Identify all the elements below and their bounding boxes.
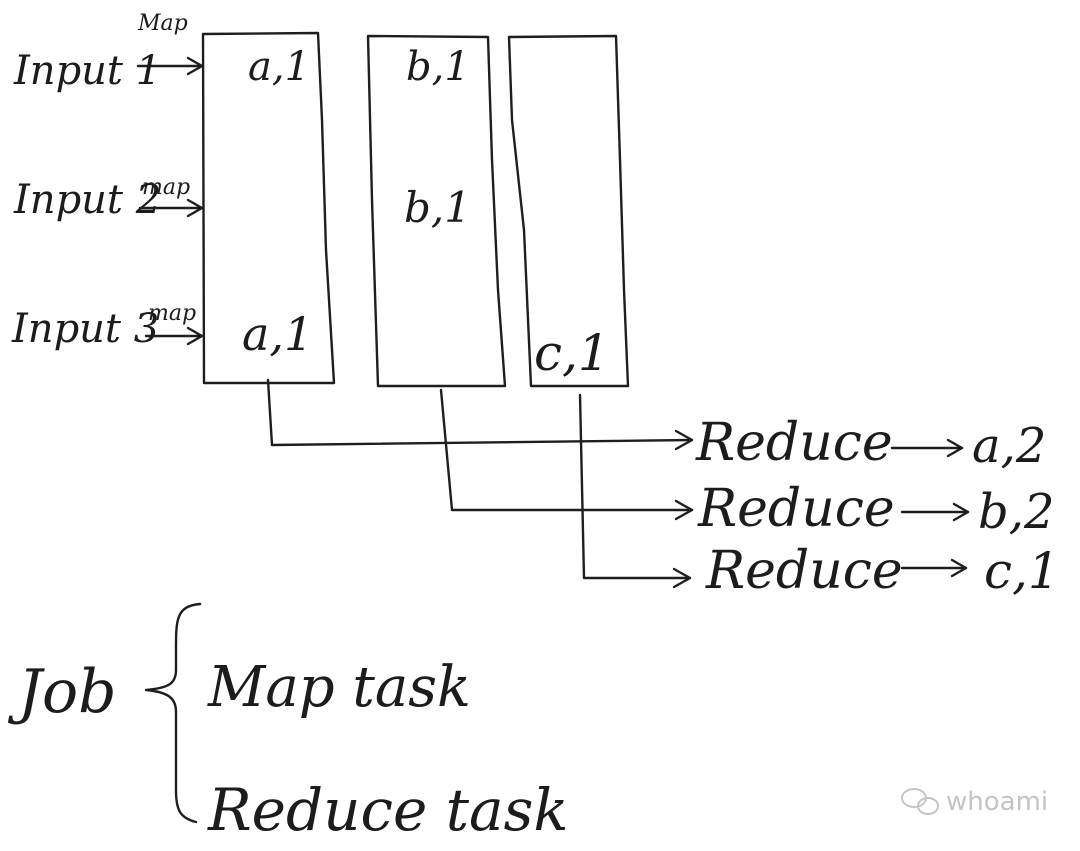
wechat-icon — [901, 788, 939, 815]
input-label-3: Input 3 — [11, 306, 159, 352]
partition-b-cell-1: b,1 — [406, 44, 470, 90]
reduce-output-arrow-1 — [890, 438, 964, 458]
job-task-map: Map task — [207, 655, 471, 720]
reduce-output-arrow-2 — [900, 502, 970, 522]
reducer-label-1: Reduce — [695, 413, 893, 473]
map-arrow-label-3: map — [148, 301, 196, 326]
reducer-row-3: Reduce c,1 — [705, 541, 1060, 601]
watermark-text: whoami — [946, 787, 1048, 817]
input-row-3: Input 3 map — [11, 301, 204, 352]
partition-column-b: b,1 b,1 — [366, 34, 507, 388]
map-arrow-label-1: Map — [137, 11, 188, 36]
job-label: Job — [7, 657, 117, 727]
partition-b-cell-2: b,1 — [404, 183, 471, 232]
map-arrow-3 — [144, 326, 204, 346]
job-task-reduce: Reduce task — [207, 776, 569, 844]
job-brace — [144, 602, 202, 824]
reducer-label-2: Reduce — [697, 479, 895, 539]
shuffle-connector-c — [578, 393, 692, 589]
map-arrow-2 — [138, 198, 204, 218]
reducer-output-2: b,2 — [978, 484, 1055, 540]
shuffle-connector-b — [439, 388, 694, 521]
reduce-output-arrow-3 — [900, 558, 968, 578]
reducer-label-3: Reduce — [705, 541, 903, 601]
watermark: whoami — [901, 787, 1048, 817]
shuffle-connector-a — [266, 378, 694, 451]
reducer-row-1: Reduce a,2 — [695, 413, 1046, 474]
reducer-output-3: c,1 — [984, 542, 1060, 600]
reducer-row-2: Reduce b,2 — [697, 479, 1055, 540]
map-arrow-label-2: map — [142, 175, 190, 200]
reducer-output-1: a,2 — [972, 418, 1046, 474]
input-label-2: Input 2 — [13, 177, 161, 223]
partition-column-c: c,1 — [507, 34, 630, 388]
partition-column-a: a,1 a,1 — [201, 31, 336, 385]
partition-c-cell-3: c,1 — [534, 324, 610, 382]
input-row-1: Input 1 Map — [13, 11, 204, 94]
input-row-2: Input 2 map — [13, 175, 204, 223]
input-label-1: Input 1 — [13, 48, 161, 94]
job-breakdown: Job Map task Reduce task — [7, 602, 569, 844]
partition-a-cell-3: a,1 — [242, 307, 313, 361]
partition-a-cell-1: a,1 — [248, 44, 310, 90]
